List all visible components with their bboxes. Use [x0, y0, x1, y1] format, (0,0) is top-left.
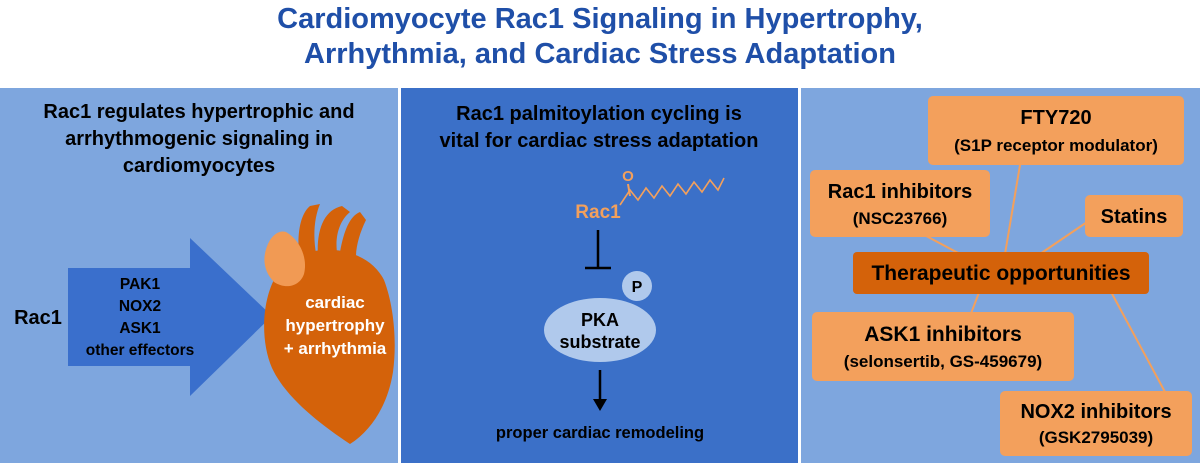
middle-rac1-label: Rac1: [575, 202, 621, 223]
nox2-inhibitors-title: NOX2 inhibitors: [1020, 401, 1171, 423]
statins-box: [1085, 195, 1183, 237]
fty720-box: [928, 96, 1184, 165]
effector-nox2: NOX2: [119, 298, 161, 315]
ask1-inhibitors-box: [812, 312, 1074, 381]
nox2-inhibitors-box: [1000, 391, 1192, 456]
panel-right: FTY720 (S1P receptor modulator) Rac1 inh…: [810, 96, 1192, 456]
rac1-inhibitors-box: [810, 170, 990, 237]
palmitoyl-chain-icon: O: [619, 168, 725, 206]
therapeutic-opportunities-box: [853, 252, 1149, 294]
rac1-inhibitors-title: Rac1 inhibitors: [828, 181, 972, 203]
pka-label: PKA: [581, 310, 619, 330]
ask1-inhibitors-title: ASK1 inhibitors: [864, 323, 1022, 346]
heart-icon: [264, 204, 395, 444]
ask1-inhibitors-subtitle: (selonsertib, GS-459679): [844, 352, 1042, 371]
substrate-label: substrate: [559, 332, 640, 352]
middle-outcome: proper cardiac remodeling: [496, 424, 704, 442]
left-heading-line-2: arrhythmogenic signaling in: [65, 128, 333, 150]
panel-left: Rac1 regulates hypertrophic and arrhythm…: [14, 101, 395, 444]
connector-lines: [914, 164, 1166, 393]
phosphate-label: P: [632, 279, 643, 296]
left-heading-line-1: Rac1 regulates hypertrophic and: [43, 101, 354, 123]
palmitoyl-oxygen: O: [622, 168, 634, 185]
title-line-2: Arrhythmia, and Cardiac Stress Adaptatio…: [304, 38, 896, 70]
panel-middle: Rac1 palmitoylation cycling is vital for…: [439, 103, 758, 442]
rac1-inhibitors-subtitle: (NSC23766): [853, 209, 948, 228]
effector-arrow: [68, 238, 272, 396]
statins-label: Statins: [1101, 206, 1168, 228]
fty720-title: FTY720: [1020, 107, 1091, 129]
left-heading-line-3: cardiomyocytes: [123, 155, 275, 177]
middle-heading-line-2: vital for cardiac stress adaptation: [439, 130, 758, 152]
outcome-line-3: + arrhythmia: [284, 339, 387, 358]
middle-heading-line-1: Rac1 palmitoylation cycling is: [456, 103, 742, 125]
outcome-line-1: cardiac: [305, 293, 365, 312]
fty720-subtitle: (S1P receptor modulator): [954, 136, 1158, 155]
down-arrow-head: [593, 399, 607, 411]
phosphate-circle: [622, 271, 652, 301]
title: Cardiomyocyte Rac1 Signaling in Hypertro…: [277, 3, 923, 70]
pka-substrate-ellipse: [544, 298, 656, 362]
effector-pak1: PAK1: [120, 276, 161, 293]
title-line-1: Cardiomyocyte Rac1 Signaling in Hypertro…: [277, 3, 923, 35]
outcome-line-2: hypertrophy: [285, 316, 385, 335]
effector-ask1: ASK1: [119, 320, 161, 337]
left-rac1-label: Rac1: [14, 307, 62, 329]
nox2-inhibitors-subtitle: (GSK2795039): [1039, 428, 1153, 447]
therapeutic-opportunities-label: Therapeutic opportunities: [871, 262, 1130, 285]
effector-other: other effectors: [86, 342, 195, 359]
